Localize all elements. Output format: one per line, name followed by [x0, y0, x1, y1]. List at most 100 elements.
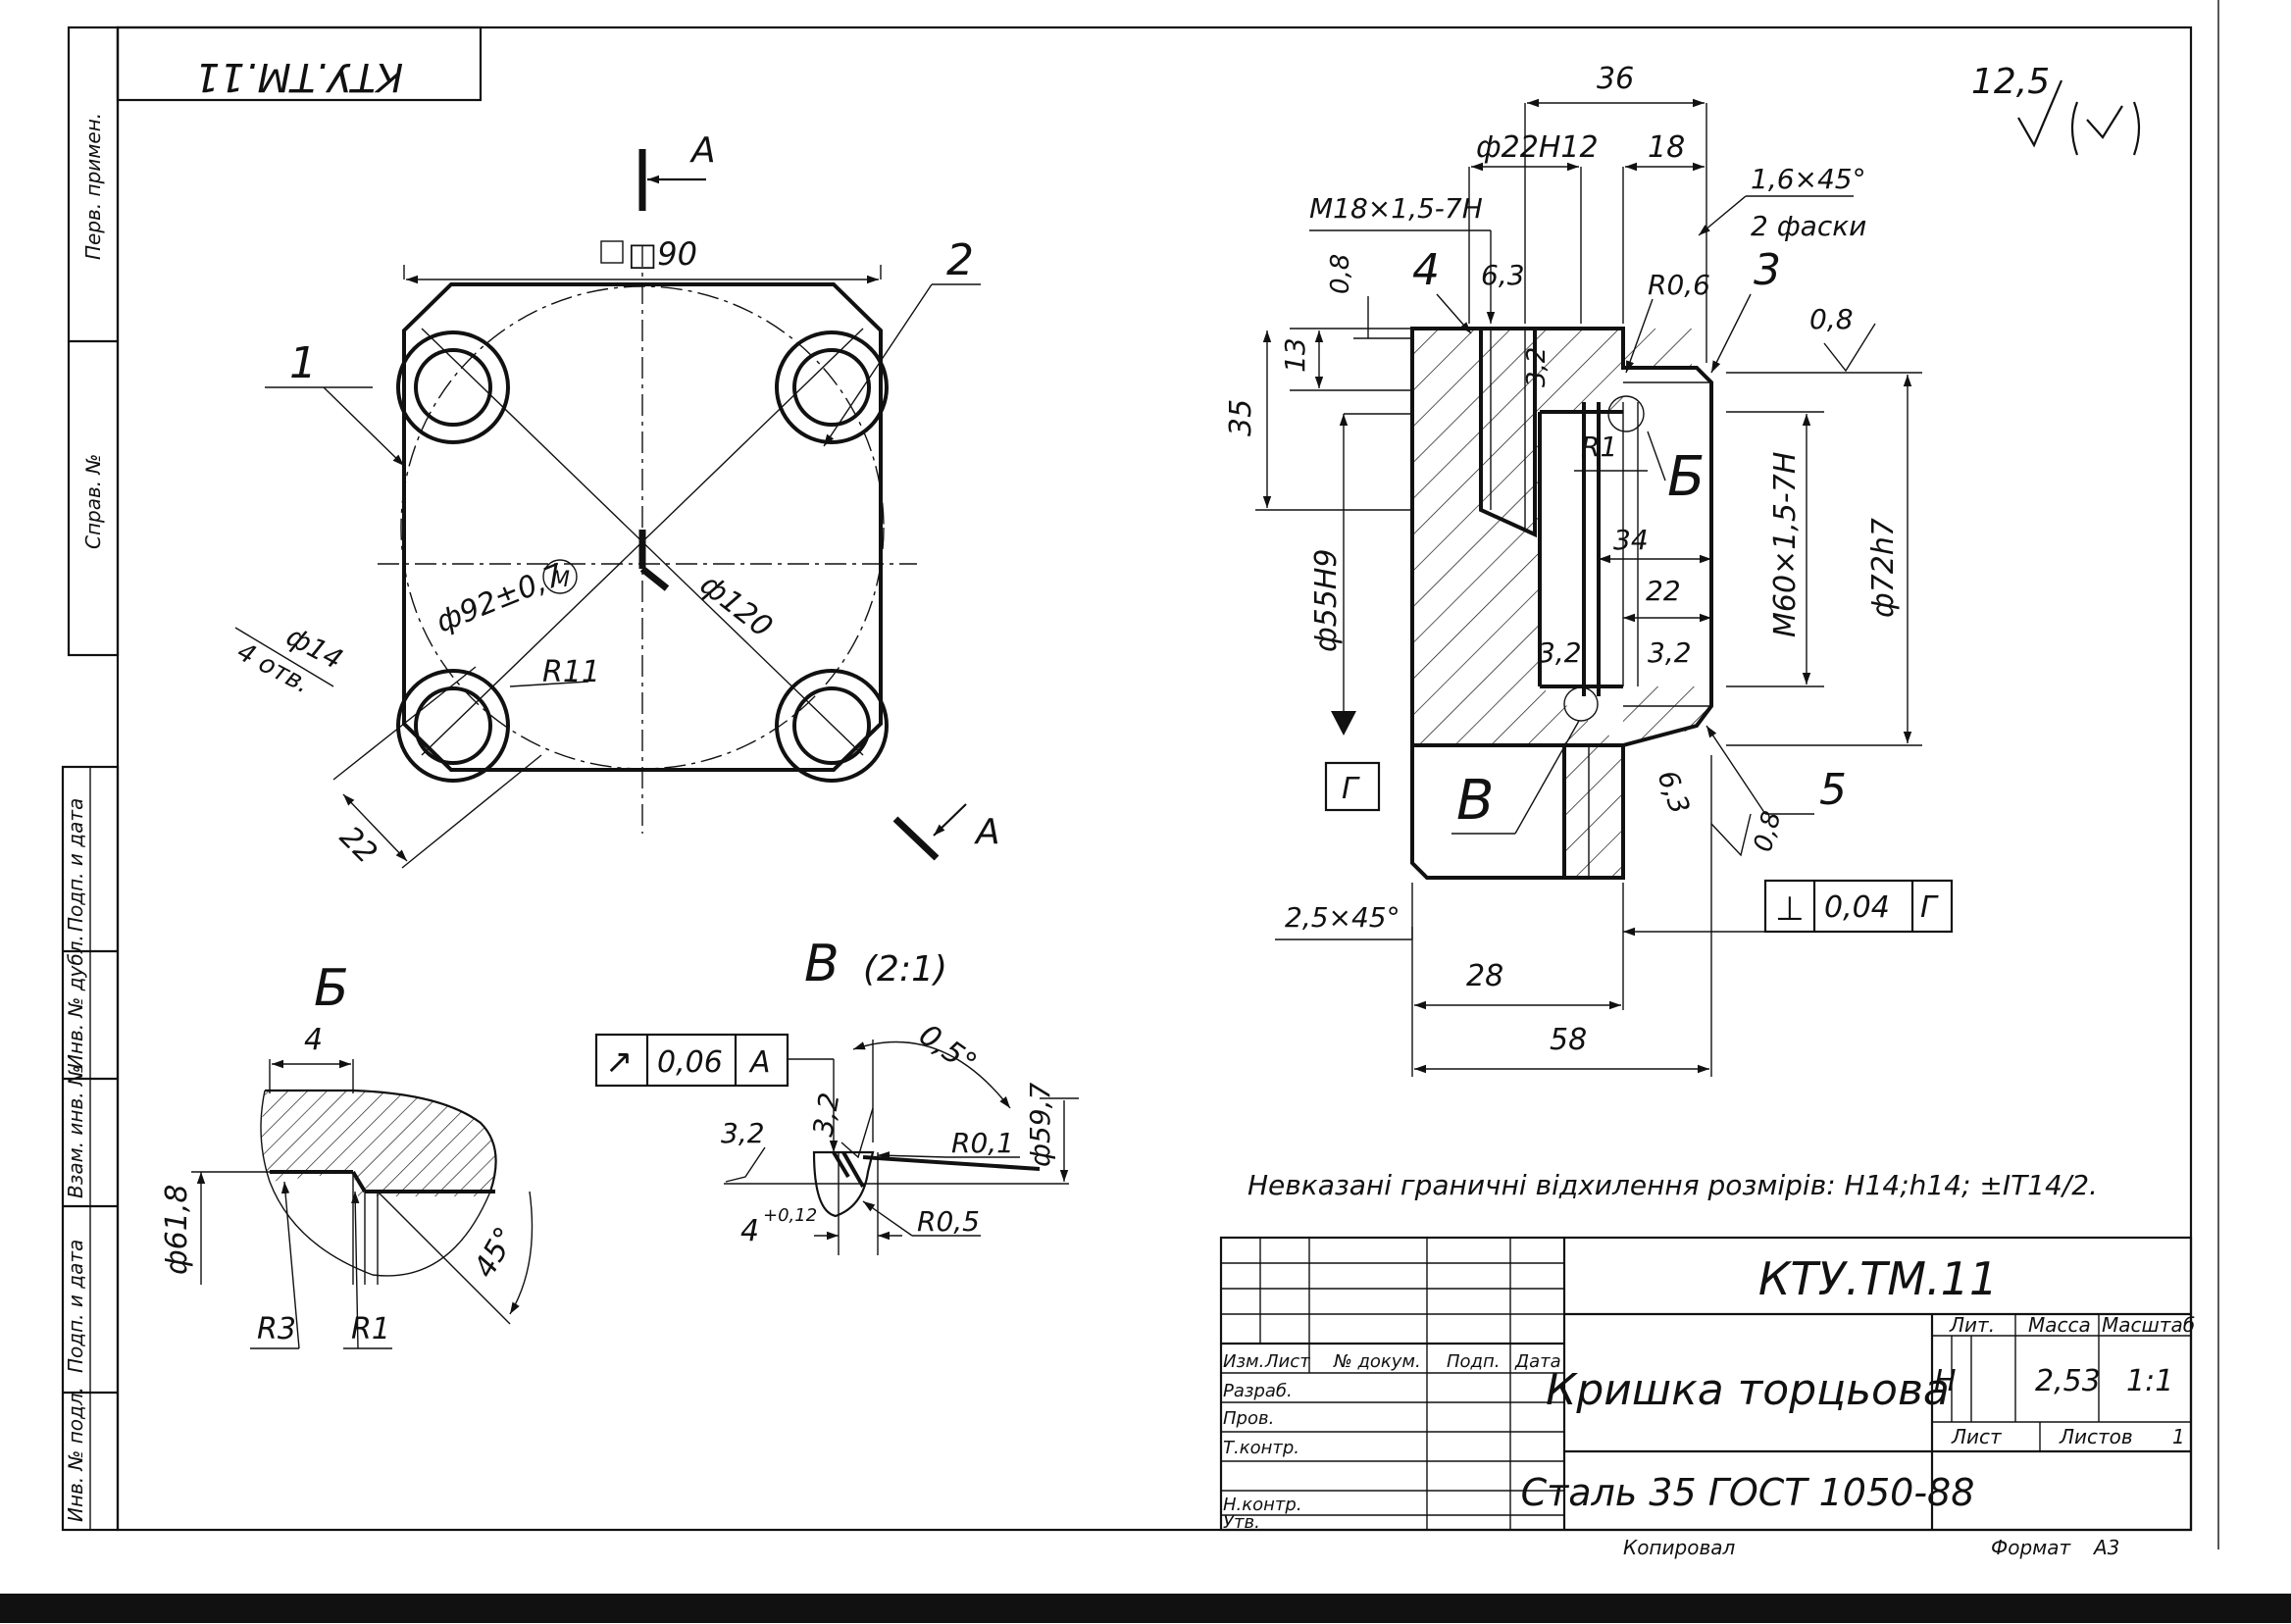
r-08: 0,8 — [1326, 254, 1355, 294]
view-b-mark: Б — [1667, 445, 1705, 509]
section-mark-bottom: А — [974, 812, 1000, 852]
detail-b-title: Б — [314, 959, 349, 1018]
tb-col-doc: № докум. — [1333, 1351, 1421, 1372]
r-08-bottom: 0,8 — [1749, 808, 1788, 855]
tol-datum: Г — [1920, 890, 1939, 925]
tb-col-date: Дата — [1514, 1351, 1561, 1372]
dim-55: ф55H9 — [1309, 549, 1344, 652]
thread-small: M18×1,5-7H — [1309, 192, 1483, 225]
tb-sheets-value: 1 — [2172, 1425, 2185, 1448]
detail-v: В (2:1) ↗ 0,06 А 0,5° 3,2 3,2 R0,1 ф59,7… — [594, 935, 1079, 1255]
tb-scale-value: 1:1 — [2126, 1364, 2173, 1398]
detail-b-dim-618: ф61,8 — [160, 1185, 194, 1275]
r-06: R0,6 — [1648, 269, 1710, 301]
r-08-right: 0,8 — [1809, 303, 1854, 335]
tb-col-list: Лист — [1264, 1351, 1310, 1372]
dim-72: ф72h7 — [1866, 518, 1901, 618]
side-field-5: Подп. и дата — [64, 1240, 87, 1373]
detail-v-r05: R0,5 — [917, 1205, 980, 1238]
tolerance-note: Невказані граничні відхилення розмірів: … — [1247, 1169, 2098, 1201]
roughness-value: 12,5 — [1971, 62, 2050, 102]
thread-big: M60×1,5-7H — [1768, 452, 1803, 637]
plan-dim-pcd: ф92±0,7 — [432, 558, 569, 640]
plan-dim-22: 22 — [332, 820, 383, 871]
dim-22: 22 — [1646, 575, 1681, 607]
view-v-mark: В — [1456, 769, 1494, 833]
side-field-2: Подп. и дата — [64, 798, 87, 932]
side-field-4: Взам. инв. № — [64, 1065, 87, 1198]
tb-copied: Копировал — [1623, 1536, 1735, 1559]
dim-35: 35 — [1224, 399, 1258, 436]
dim-34: 34 — [1613, 524, 1649, 556]
section-view: 36 ф22H12 18 1,6×45° 2 фаски M18×1,5-7H … — [1224, 62, 1954, 1077]
tb-role-prov: Пров. — [1223, 1408, 1274, 1429]
label-5: 5 — [1819, 765, 1847, 815]
detail-b-r3: R3 — [257, 1312, 296, 1346]
tb-scale-label: Масштаб — [2102, 1313, 2195, 1337]
tb-role-tkontr: Т.контр. — [1223, 1438, 1299, 1458]
side-field-6: Инв. № подл. — [64, 1387, 87, 1522]
r-32-top: 3,2 — [1522, 347, 1552, 387]
tol-value: 0,04 — [1824, 890, 1890, 925]
tb-part-name: Кришка торцьова — [1546, 1365, 1950, 1415]
detail-v-dim-597: ф59,7 — [1024, 1083, 1056, 1167]
plan-size-square: □90 — [628, 235, 697, 273]
detail-b-r1: R1 — [351, 1312, 390, 1346]
detail-b-dim-4: 4 — [304, 1023, 323, 1057]
tb-format-value: А3 — [2092, 1536, 2119, 1559]
detail-v-dim-4: 4 — [740, 1214, 759, 1248]
detail-v-title: В — [804, 935, 840, 993]
chamfer-bottom: 2,5×45° — [1285, 901, 1400, 934]
detail-v-angle: 0,5° — [912, 1018, 982, 1082]
r-1: R1 — [1581, 431, 1617, 463]
tb-lit-value: Н — [1934, 1364, 1957, 1398]
chamfer-top: 1,6×45° — [1751, 163, 1866, 195]
tb-col-sign: Подп. — [1447, 1351, 1500, 1372]
leader-2: 2 — [946, 235, 974, 285]
stamp-top: КТУ.ТМ.11 — [116, 25, 483, 102]
side-field-0: Перв. примен. — [81, 113, 105, 260]
plan-mmc: M — [551, 568, 570, 592]
tb-format-label: Формат — [1991, 1536, 2071, 1559]
leader-1: 1 — [289, 338, 317, 388]
side-field-1: Справ. № — [81, 454, 105, 549]
plan-view: □90 А А 1 2 ф92±0,7 M ф120 ф14 4 отв. R1… — [232, 130, 1000, 871]
section-mark-top: А — [689, 130, 716, 171]
title-block: Изм. Лист № докум. Подп. Дата Разраб. Пр… — [1219, 1236, 2195, 1559]
label-3: 3 — [1754, 245, 1781, 295]
detail-v-tol-datum: А — [748, 1045, 771, 1080]
dim-36: 36 — [1597, 62, 1634, 96]
r-32-right: 3,2 — [1648, 636, 1692, 669]
detail-b: Б 4 ф61,8 R3 R1 45° — [160, 959, 534, 1349]
tb-col-izm: Изм. — [1223, 1351, 1264, 1372]
detail-v-tol-value: 0,06 — [657, 1045, 723, 1080]
dim-13: 13 — [1279, 337, 1311, 373]
dim-28: 28 — [1466, 959, 1503, 993]
tb-role-utv: Утв. — [1223, 1512, 1260, 1533]
r-63-bottom: 6,3 — [1651, 766, 1696, 818]
r-63-top: 6,3 — [1481, 259, 1525, 291]
roughness-symbol: 12,5 — [1971, 62, 2141, 156]
tb-role-razrab: Разраб. — [1223, 1381, 1293, 1401]
label-4: 4 — [1412, 245, 1440, 295]
tb-sheets-label: Листов — [2059, 1425, 2133, 1448]
chamfer-note: 2 фаски — [1751, 210, 1866, 242]
detail-v-r01: R0,1 — [951, 1127, 1014, 1159]
tb-material: Сталь 35 ГОСТ 1050-88 — [1521, 1471, 1975, 1514]
datum-g: Г — [1342, 772, 1360, 806]
detail-v-tol-symbol: ↗ — [605, 1042, 634, 1082]
stamp-top-text: КТУ.ТМ.11 — [195, 54, 403, 99]
tb-mass-value: 2,53 — [2035, 1364, 2101, 1398]
detail-v-r32b: 3,2 — [806, 1091, 845, 1140]
detail-v-dim-4-tol: +0,12 — [763, 1205, 817, 1226]
tb-designation: КТУ.ТМ.11 — [1758, 1252, 1998, 1305]
tb-role-nkontr: Н.контр. — [1223, 1495, 1302, 1515]
tb-mass-label: Масса — [2028, 1313, 2091, 1337]
detail-v-scale: (2:1) — [863, 949, 947, 990]
dim-18: 18 — [1648, 130, 1685, 165]
tb-sheet-label: Лист — [1951, 1425, 2003, 1448]
tb-lit-label: Лит. — [1949, 1313, 1995, 1337]
detail-b-angle: 45° — [468, 1221, 524, 1284]
r-32-left: 3,2 — [1538, 636, 1582, 669]
